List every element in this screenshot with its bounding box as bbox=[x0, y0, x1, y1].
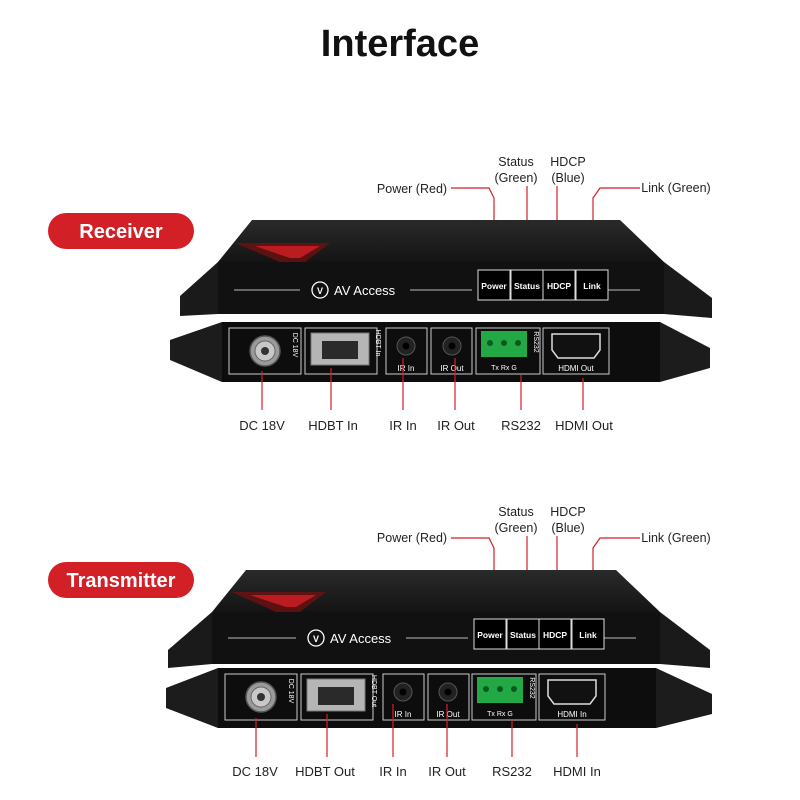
receiver-hdmi-callout: HDMI Out bbox=[555, 418, 613, 433]
transmitter-status-callout-color: (Green) bbox=[494, 521, 537, 535]
transmitter-ir-out-callout: IR Out bbox=[428, 764, 466, 779]
transmitter-dc-panel-label: DC 18V bbox=[287, 679, 294, 704]
transmitter-chassis-top bbox=[212, 570, 660, 612]
transmitter-ir-in-panel-label: IR In bbox=[395, 710, 412, 719]
transmitter-link-callout: Link (Green) bbox=[641, 531, 710, 545]
receiver-chassis-top bbox=[218, 220, 664, 262]
receiver-hdmi-panel-label: HDMI Out bbox=[558, 364, 594, 373]
receiver-txrxg-label: Tx Rx G bbox=[491, 365, 517, 372]
receiver-link-led: Link bbox=[583, 281, 601, 291]
receiver-dc-callout: DC 18V bbox=[239, 418, 285, 433]
receiver-rs232-callout: RS232 bbox=[501, 418, 541, 433]
receiver-section: Receiver Power (Red) Status (Green) HDCP… bbox=[48, 155, 712, 433]
transmitter-led-buttons: Power Status HDCP Link bbox=[473, 618, 605, 650]
transmitter-brand: AV Access bbox=[330, 631, 392, 646]
transmitter-ir-out-panel-label: IR Out bbox=[436, 710, 460, 719]
transmitter-badge bbox=[48, 562, 194, 598]
receiver-brand: AV Access bbox=[334, 283, 396, 298]
transmitter-section: Transmitter Power (Red) Status (Green) H… bbox=[48, 505, 712, 779]
transmitter-hdbt-panel-label: HDBT Out bbox=[370, 675, 377, 707]
receiver-ir-out-callout: IR Out bbox=[437, 418, 475, 433]
transmitter-rs232-panel-label: RS232 bbox=[528, 677, 535, 699]
transmitter-hdbt-callout: HDBT Out bbox=[295, 764, 355, 779]
receiver-rs232-panel-label: RS232 bbox=[532, 331, 539, 353]
svg-text:V: V bbox=[317, 286, 323, 296]
transmitter-status-callout: Status bbox=[498, 505, 533, 519]
transmitter-dc-jack-icon bbox=[245, 681, 277, 713]
receiver-dc-jack-icon bbox=[249, 335, 281, 367]
receiver-badge-label: Receiver bbox=[79, 221, 163, 243]
transmitter-power-callout: Power (Red) bbox=[377, 531, 447, 545]
transmitter-hdcp-led: HDCP bbox=[543, 630, 567, 640]
transmitter-status-led: Status bbox=[510, 630, 536, 640]
receiver-hdcp-led: HDCP bbox=[547, 281, 571, 291]
svg-text:V: V bbox=[313, 634, 319, 644]
receiver-hdbt-panel-label: HDBT In bbox=[374, 330, 381, 357]
receiver-power-callout: Power (Red) bbox=[377, 182, 447, 196]
page-title: Interface bbox=[321, 23, 479, 65]
receiver-status-callout: Status bbox=[498, 155, 533, 169]
receiver-ir-in-panel-label: IR In bbox=[398, 364, 415, 373]
av-access-logo-icon bbox=[307, 629, 325, 647]
transmitter-hdmi-panel-label: HDMI In bbox=[557, 710, 586, 719]
transmitter-power-led: Power bbox=[477, 630, 503, 640]
receiver-status-callout-color: (Green) bbox=[494, 171, 537, 185]
receiver-led-buttons: Power Status HDCP Link bbox=[477, 269, 609, 301]
transmitter-hdmi-port-icon bbox=[547, 679, 597, 705]
transmitter-rs232-callout: RS232 bbox=[492, 764, 532, 779]
receiver-power-led: Power bbox=[481, 281, 507, 291]
receiver-dc-panel-label: DC 18V bbox=[291, 333, 298, 358]
transmitter-badge-label: Transmitter bbox=[67, 570, 176, 592]
receiver-link-callout: Link (Green) bbox=[641, 181, 710, 195]
transmitter-txrxg-label: Tx Rx G bbox=[487, 711, 513, 718]
receiver-badge bbox=[48, 213, 194, 249]
transmitter-dc-callout: DC 18V bbox=[232, 764, 278, 779]
receiver-ir-in-callout: IR In bbox=[389, 418, 416, 433]
transmitter-ir-in-callout: IR In bbox=[379, 764, 406, 779]
receiver-hdcp-callout: HDCP bbox=[550, 155, 585, 169]
transmitter-hdmi-callout: HDMI In bbox=[553, 764, 601, 779]
receiver-status-led: Status bbox=[514, 281, 540, 291]
receiver-hdcp-callout-color: (Blue) bbox=[551, 171, 584, 185]
transmitter-hdcp-callout-color: (Blue) bbox=[551, 521, 584, 535]
receiver-ir-out-panel-label: IR Out bbox=[440, 364, 464, 373]
transmitter-hdcp-callout: HDCP bbox=[550, 505, 585, 519]
transmitter-link-led: Link bbox=[579, 630, 597, 640]
av-access-logo-icon bbox=[311, 281, 329, 299]
receiver-hdmi-port-icon bbox=[551, 333, 601, 359]
receiver-hdbt-callout: HDBT In bbox=[308, 418, 358, 433]
